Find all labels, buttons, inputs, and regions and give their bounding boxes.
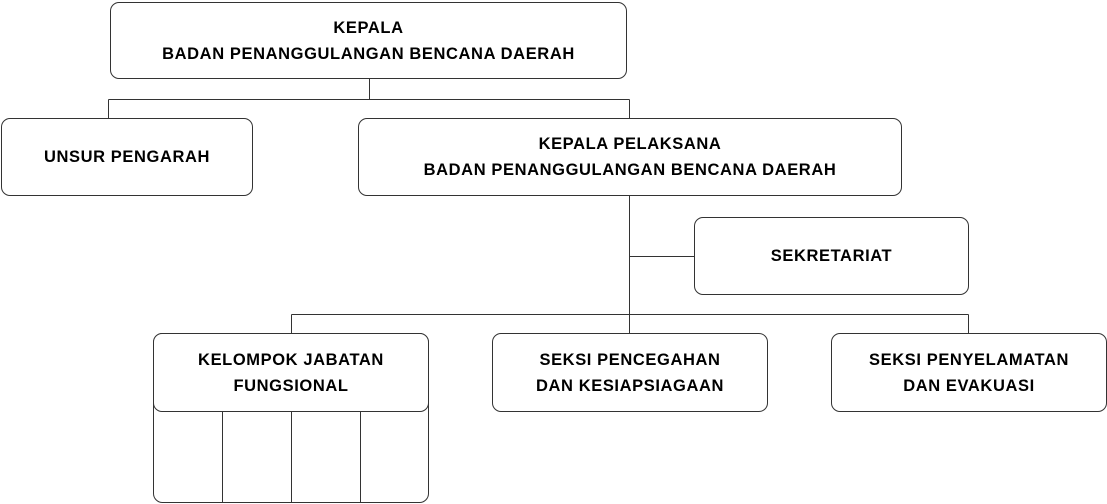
functional-box: KELOMPOK JABATAN FUNGSIONAL bbox=[153, 333, 429, 412]
head-title: KEPALA bbox=[333, 18, 404, 37]
functional-line1: KELOMPOK JABATAN bbox=[198, 350, 384, 369]
executive-title: KEPALA PELAKSANA bbox=[538, 135, 722, 153]
secretariat-label: SEKRETARIAT bbox=[770, 247, 893, 265]
steering-box: UNSUR PENGARAH bbox=[1, 118, 253, 196]
steering-label: UNSUR PENGARAH bbox=[43, 148, 211, 166]
prevention-line1: SEKSI PENCEGAHAN bbox=[539, 350, 721, 369]
prevention-line2: DAN KESIAPSIAGAAN bbox=[535, 376, 725, 395]
prevention-box: SEKSI PENCEGAHAN DAN KESIAPSIAGAAN bbox=[492, 333, 768, 412]
head-box: KEPALA BADAN PENANGGULANGAN BENCANA DAER… bbox=[110, 2, 627, 79]
rescue-line2: DAN EVAKUASI bbox=[903, 376, 1035, 395]
functional-line2: FUNGSIONAL bbox=[233, 376, 349, 395]
rescue-line1: SEKSI PENYELAMATAN bbox=[869, 350, 1069, 369]
executive-subtitle: BADAN PENANGGULANGAN BENCANA DAERAH bbox=[423, 161, 837, 179]
executive-box: KEPALA PELAKSANA BADAN PENANGGULANGAN BE… bbox=[358, 118, 902, 196]
rescue-box: SEKSI PENYELAMATAN DAN EVAKUASI bbox=[831, 333, 1107, 412]
secretariat-box: SEKRETARIAT bbox=[694, 217, 969, 295]
head-subtitle: BADAN PENANGGULANGAN BENCANA DAERAH bbox=[162, 44, 575, 63]
